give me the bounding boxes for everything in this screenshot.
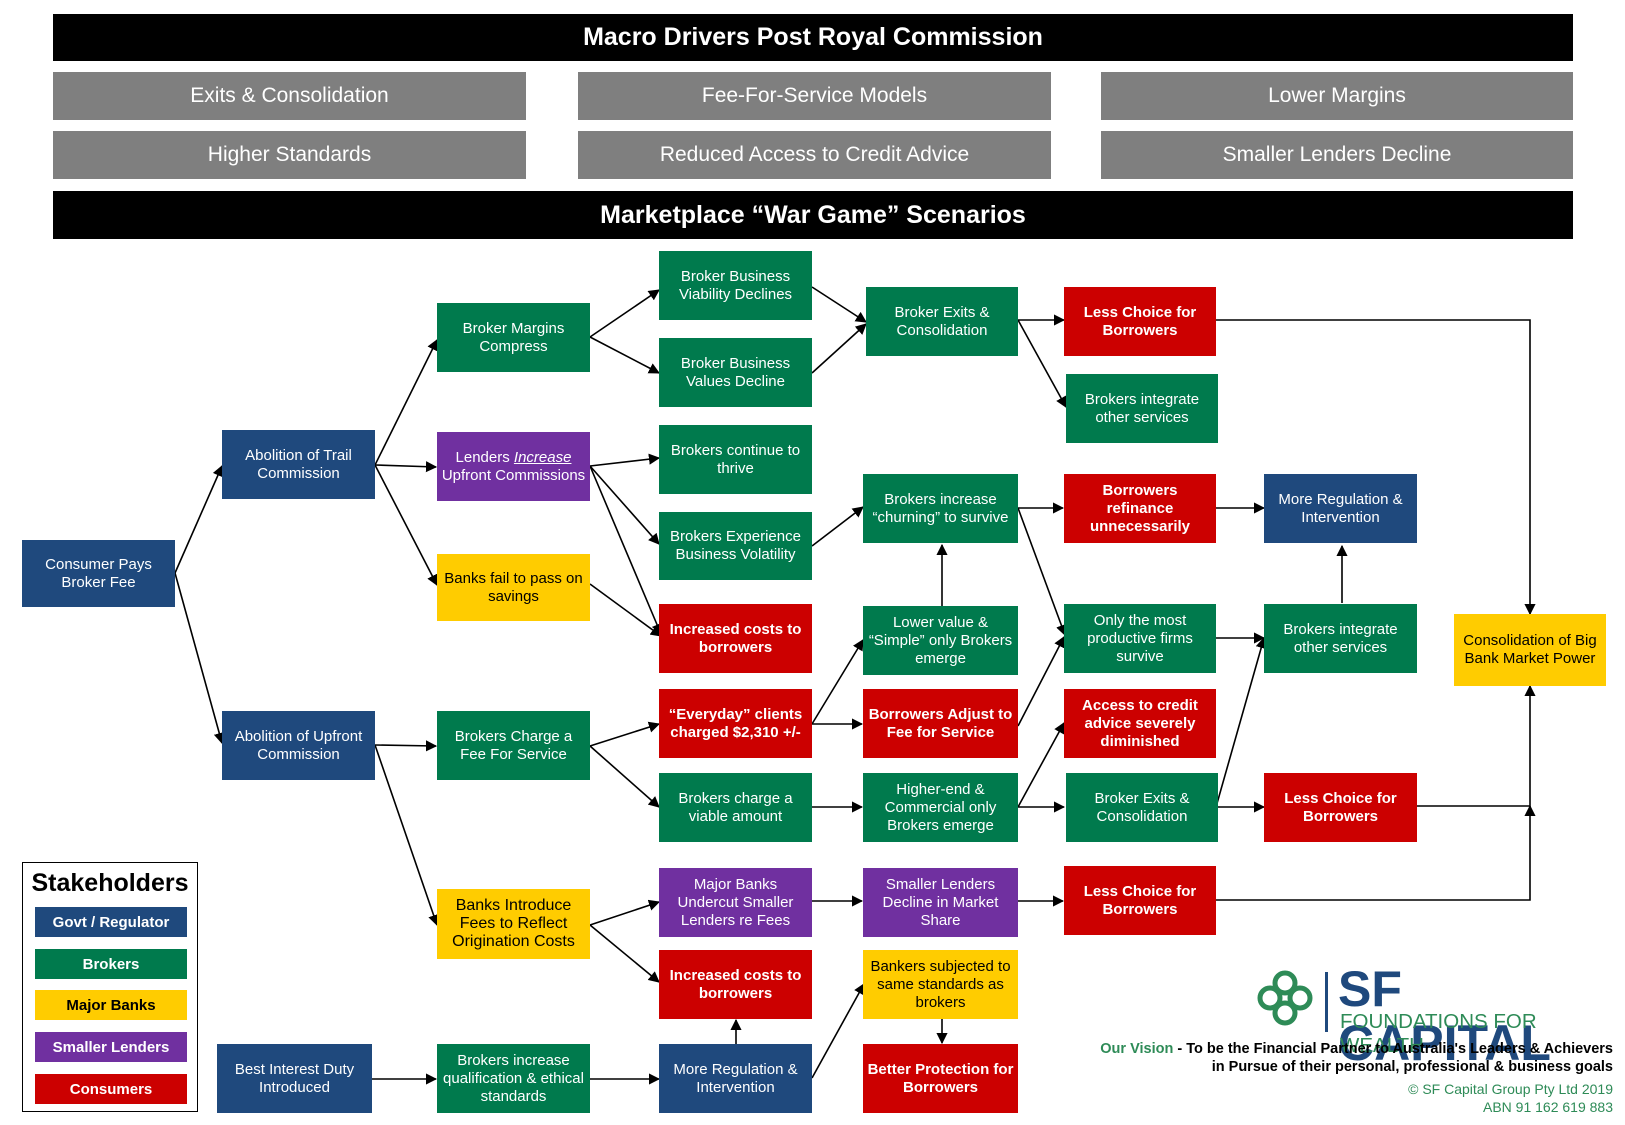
node-brokers-charge-viable-amount: Brokers charge a viable amount bbox=[659, 773, 812, 842]
stakeholders-legend: Stakeholders Govt / Regulator Brokers Ma… bbox=[22, 862, 198, 1112]
node-broker-margins-compress: Broker Margins Compress bbox=[437, 303, 590, 372]
node-brokers-experience-volatility: Brokers Experience Business Volatility bbox=[659, 512, 812, 580]
node-brokers-charge-fee: Brokers Charge a Fee For Service bbox=[437, 711, 590, 780]
driver-reduced-access: Reduced Access to Credit Advice bbox=[578, 131, 1051, 179]
node-brokers-integrate-services-1: Brokers integrate other services bbox=[1066, 374, 1218, 443]
node-broker-exits-consolidation-2: Broker Exits & Consolidation bbox=[1066, 773, 1218, 842]
node-banks-introduce-fees: Banks Introduce Fees to Reflect Originat… bbox=[437, 889, 590, 959]
node-better-protection-borrowers: Better Protection for Borrowers bbox=[863, 1044, 1018, 1113]
legend-item-govt-regulator: Govt / Regulator bbox=[35, 907, 187, 937]
node-smaller-lenders-decline: Smaller Lenders Decline in Market Share bbox=[863, 868, 1018, 937]
node-broker-viability-declines: Broker Business Viability Declines bbox=[659, 251, 812, 320]
copyright-text: © SF Capital Group Pty Ltd 2019 bbox=[1408, 1081, 1613, 1097]
node-less-choice-borrowers-3: Less Choice for Borrowers bbox=[1064, 866, 1216, 935]
node-best-interest-duty: Best Interest Duty Introduced bbox=[217, 1044, 372, 1113]
node-broker-exits-consolidation-1: Broker Exits & Consolidation bbox=[866, 287, 1018, 356]
node-increased-costs-borrowers-2: Increased costs to borrowers bbox=[659, 950, 812, 1019]
node-abolition-trail-commission: Abolition of Trail Commission bbox=[222, 430, 375, 499]
vision-statement: Our Vision - To be the Financial Partner… bbox=[1093, 1040, 1613, 1076]
driver-smaller-lenders-decline: Smaller Lenders Decline bbox=[1101, 131, 1573, 179]
macro-drivers-title: Macro Drivers Post Royal Commission bbox=[53, 14, 1573, 61]
node-borrowers-adjust-fee: Borrowers Adjust to Fee for Service bbox=[863, 689, 1018, 758]
node-everyday-clients-charged: “Everyday” clients charged $2,310 +/- bbox=[659, 689, 812, 758]
node-brokers-integrate-services-2: Brokers integrate other services bbox=[1264, 604, 1417, 673]
brand-tagline: FOUNDATIONS FOR WEALTH bbox=[1340, 1010, 1537, 1057]
sf-capital-logo-icon bbox=[1257, 970, 1313, 1026]
war-game-scenarios-title: Marketplace “War Game” Scenarios bbox=[53, 191, 1573, 239]
legend-item-consumers: Consumers bbox=[35, 1074, 187, 1104]
node-brokers-continue-thrive: Brokers continue to thrive bbox=[659, 425, 812, 494]
node-lower-value-brokers-emerge: Lower value & “Simple” only Brokers emer… bbox=[863, 606, 1018, 675]
node-brokers-increase-churning: Brokers increase “churning” to survive bbox=[863, 474, 1018, 543]
brand-name: SF CAPITAL bbox=[1338, 961, 1551, 1071]
node-more-regulation-1: More Regulation & Intervention bbox=[659, 1044, 812, 1113]
lenders-increase-text: Lenders Increase Upfront Commissions bbox=[441, 448, 586, 484]
node-consumer-pays-broker-fee: Consumer Pays Broker Fee bbox=[22, 540, 175, 607]
driver-fee-for-service: Fee-For-Service Models bbox=[578, 72, 1051, 120]
node-banks-fail-to-pass-savings: Banks fail to pass on savings bbox=[437, 554, 590, 621]
legend-item-major-banks: Major Banks bbox=[35, 990, 187, 1020]
node-bankers-subjected-standards: Bankers subjected to same standards as b… bbox=[863, 950, 1018, 1019]
node-more-regulation-2: More Regulation & Intervention bbox=[1264, 474, 1417, 543]
node-major-banks-undercut: Major Banks Undercut Smaller Lenders re … bbox=[659, 868, 812, 937]
node-broker-values-decline: Broker Business Values Decline bbox=[659, 338, 812, 407]
abn-text: ABN 91 162 619 883 bbox=[1483, 1099, 1613, 1115]
driver-exits-consolidation: Exits & Consolidation bbox=[53, 72, 526, 120]
node-less-choice-borrowers-1: Less Choice for Borrowers bbox=[1064, 287, 1216, 356]
driver-lower-margins: Lower Margins bbox=[1101, 72, 1573, 120]
node-increased-costs-borrowers-1: Increased costs to borrowers bbox=[659, 604, 812, 673]
node-less-choice-borrowers-2: Less Choice for Borrowers bbox=[1264, 773, 1417, 842]
vision-text: - To be the Financial Partner to Austral… bbox=[1173, 1041, 1613, 1075]
node-borrowers-refinance-unnecessarily: Borrowers refinance unnecessarily bbox=[1064, 474, 1216, 543]
copyright-block: © SF Capital Group Pty Ltd 2019 ABN 91 1… bbox=[1408, 1080, 1613, 1116]
node-higher-end-brokers-emerge: Higher-end & Commercial only Brokers eme… bbox=[863, 773, 1018, 842]
node-consolidation-big-bank-power: Consolidation of Big Bank Market Power bbox=[1454, 614, 1606, 686]
node-productive-firms-survive: Only the most productive firms survive bbox=[1064, 604, 1216, 673]
legend-title: Stakeholders bbox=[31, 869, 189, 897]
node-access-credit-diminished: Access to credit advice severely diminis… bbox=[1064, 689, 1216, 758]
vision-label: Our Vision bbox=[1100, 1041, 1174, 1057]
node-brokers-increase-standards: Brokers increase qualification & ethical… bbox=[437, 1044, 590, 1113]
driver-higher-standards: Higher Standards bbox=[53, 131, 526, 179]
node-abolition-upfront-commission: Abolition of Upfront Commission bbox=[222, 711, 375, 780]
node-lenders-increase-upfront: Lenders Increase Upfront Commissions bbox=[437, 432, 590, 501]
logo-divider bbox=[1325, 972, 1328, 1032]
legend-item-brokers: Brokers bbox=[35, 949, 187, 979]
legend-item-smaller-lenders: Smaller Lenders bbox=[35, 1032, 187, 1062]
